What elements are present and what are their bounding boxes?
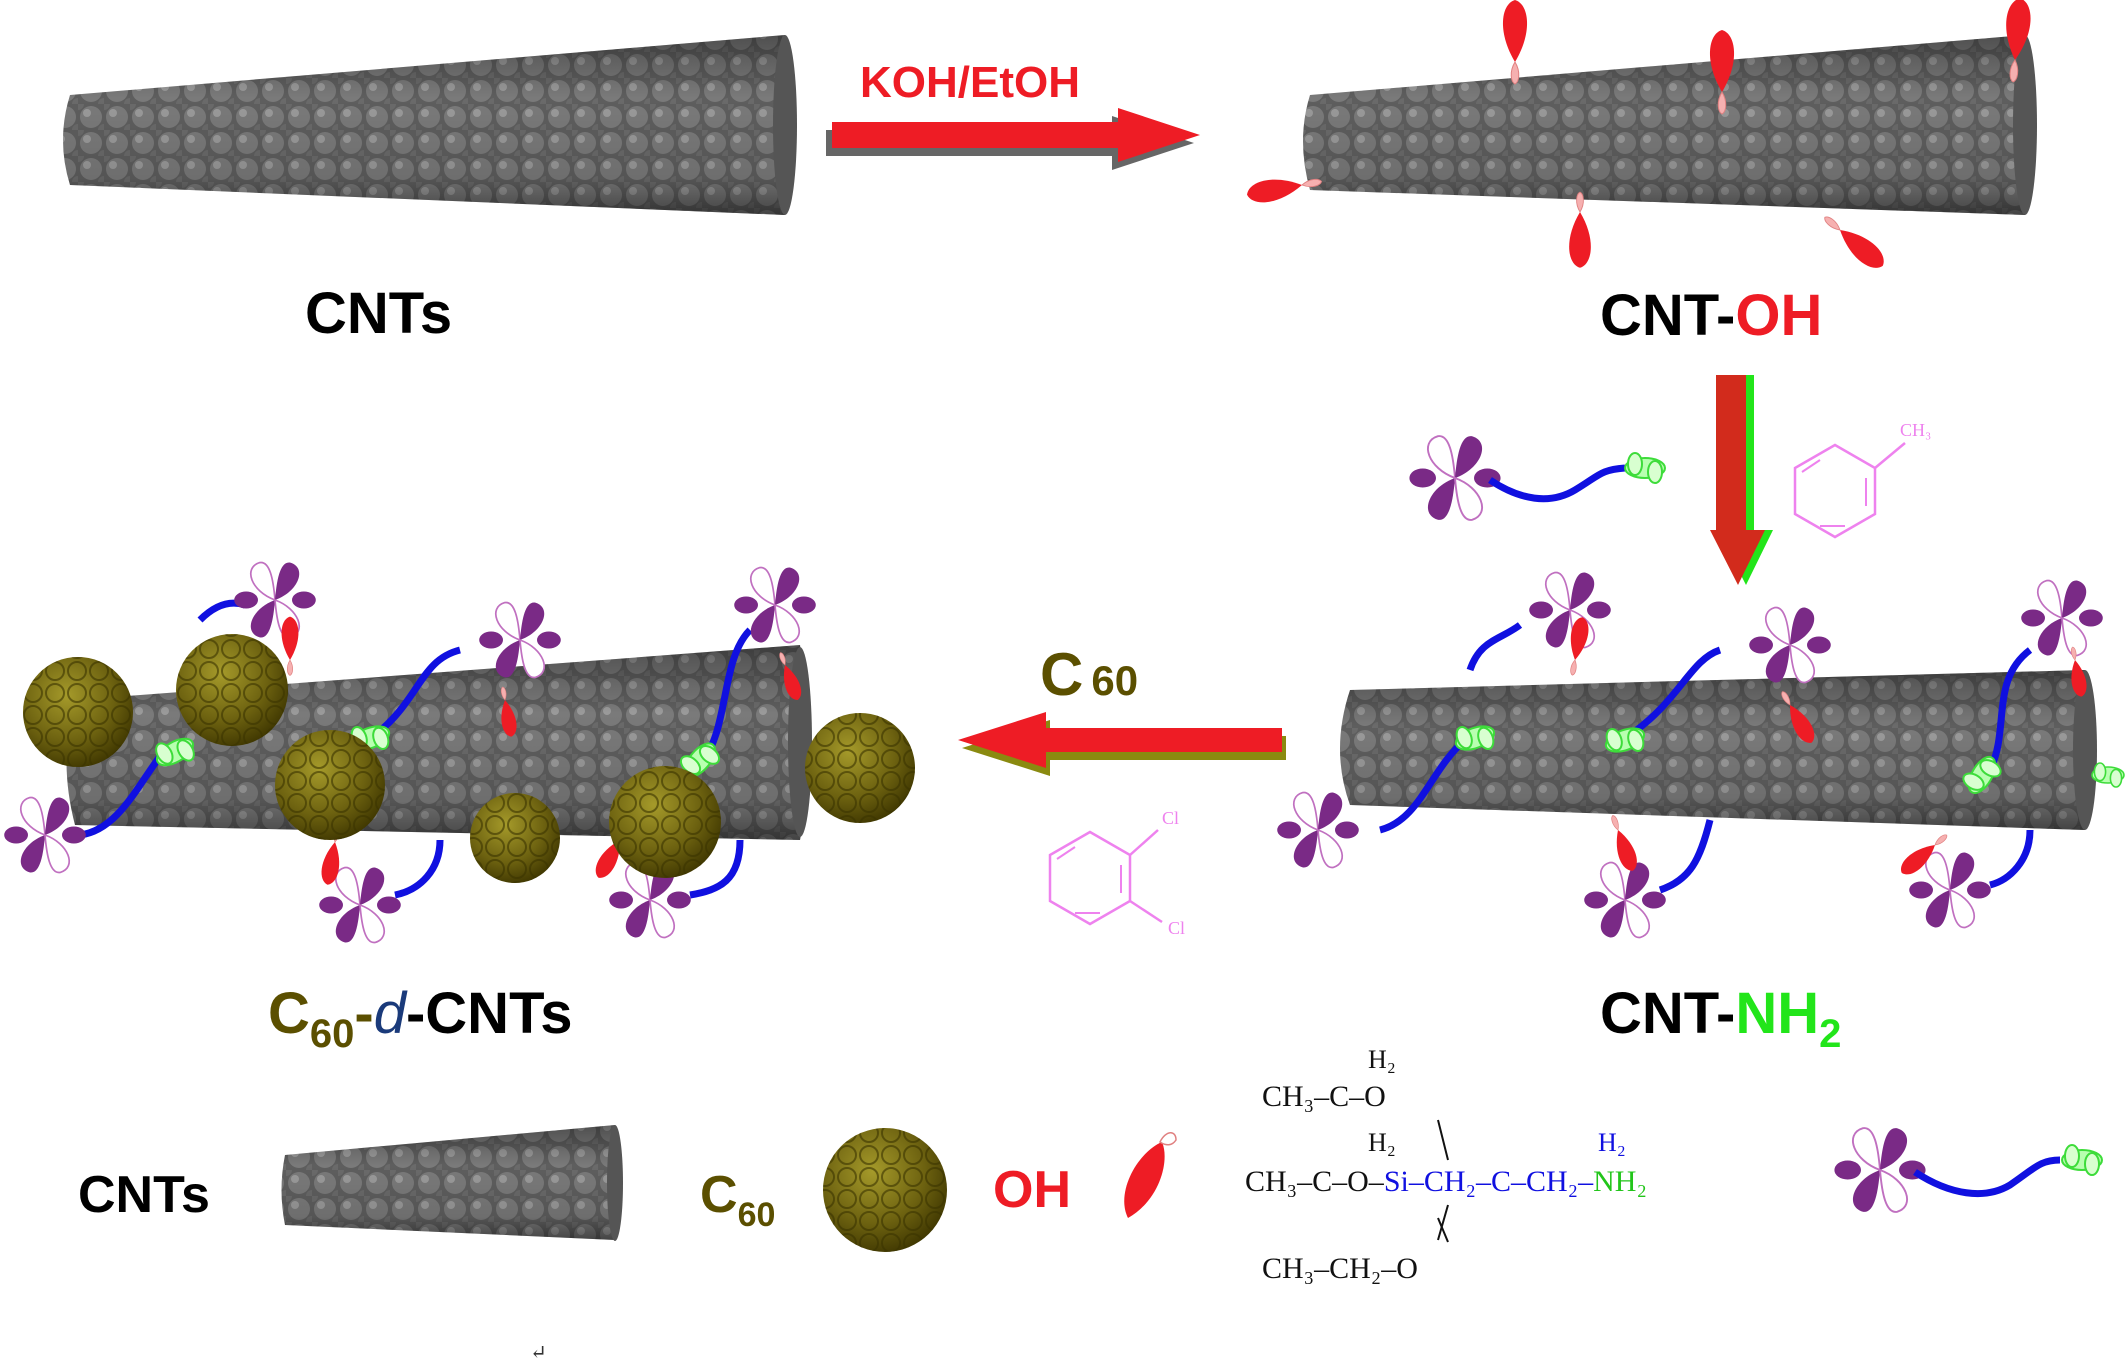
stray-return-mark: ↵: [530, 1342, 547, 1364]
legend-c60-c: C: [700, 1166, 738, 1224]
label-c60-sub: 60: [309, 1012, 355, 1056]
label-c60-d-cnts: C60-d-CNTs: [268, 980, 573, 1056]
dcb-cl-top: Cl: [1162, 808, 1180, 828]
formula-h2-2: H₂: [1368, 1128, 1396, 1157]
legend-cnt-tube: [281, 1125, 623, 1241]
legend-c60-label: C60: [700, 1165, 775, 1234]
label-cnt-oh-prefix: CNT-: [1600, 283, 1736, 348]
label-cnts: CNTs: [305, 281, 453, 346]
formula-line-3: CH₃–CH₂–O: [1262, 1252, 1418, 1285]
arrow-down: [1710, 375, 1773, 585]
label-c60-d: d: [373, 981, 406, 1046]
c60-ball: [805, 713, 915, 823]
label-cnt-nh2-prefix: CNT-: [1600, 981, 1736, 1046]
cnt-top-right: [1244, 0, 2037, 275]
c60-ball: [23, 657, 133, 767]
legend-silane-molecule: [1833, 1127, 2103, 1213]
formula-si: Si: [1383, 1165, 1409, 1198]
arrow-koh: [826, 108, 1200, 170]
formula-line-1: CH₃–C–O: [1262, 1080, 1386, 1113]
silane-molecule-reagent: [1408, 435, 1666, 521]
cnt-top-left: [63, 35, 797, 215]
formula-line-2: CH₃–C–O–Si–CH₂–C–CH₂–NH₂: [1245, 1165, 1647, 1199]
label-cnt-nh2-nh: NH: [1735, 981, 1820, 1046]
c60-ball: [275, 730, 385, 840]
cnt-nh2: [1276, 571, 2125, 939]
c60-ball: [176, 634, 288, 746]
formula-h2-3: H₂: [1598, 1128, 1626, 1157]
formula-h2-1: H₂: [1368, 1045, 1396, 1074]
formula-line-2-left: CH₃–C–O–: [1245, 1165, 1384, 1198]
reagent-koh-etoh: KOH/EtOH: [860, 58, 1080, 107]
toluene-ch3: CH₃: [1900, 420, 1932, 440]
arrow-left: [958, 712, 1286, 776]
legend-oh-lobe: [1124, 1132, 1177, 1218]
label-c60-cnts: -CNTs: [405, 981, 573, 1046]
c60-d-cnts: [3, 561, 915, 944]
legend-c60-ball: [823, 1128, 947, 1252]
label-c60-c: C: [268, 981, 310, 1046]
dichlorobenzene-structure: [1048, 829, 1163, 926]
label-cnt-oh: CNT-OH: [1600, 282, 1822, 349]
legend-oh-label: OH: [993, 1161, 1071, 1219]
reagent-c60-sub: 60: [1091, 657, 1139, 704]
formula-nh2: NH₂: [1593, 1165, 1647, 1198]
reagent-c60-c: C: [1040, 641, 1084, 708]
dcb-cl-bottom: Cl: [1168, 918, 1186, 938]
c60-ball: [470, 793, 560, 883]
toluene-structure: [1793, 442, 1906, 539]
legend-c60-sub: 60: [737, 1196, 776, 1234]
legend-cnts-label: CNTs: [78, 1166, 210, 1224]
label-c60-dash: -: [354, 981, 374, 1046]
label-cnt-nh2-sub: 2: [1819, 1012, 1842, 1056]
formula-bonds: [1437, 1119, 1449, 1243]
label-cnt-oh-group: OH: [1735, 283, 1823, 348]
c60-ball: [609, 766, 721, 878]
label-cnt-nh2: CNT-NH2: [1600, 980, 1841, 1056]
formula-chain: –CH₂–C–CH₂–: [1408, 1165, 1594, 1198]
